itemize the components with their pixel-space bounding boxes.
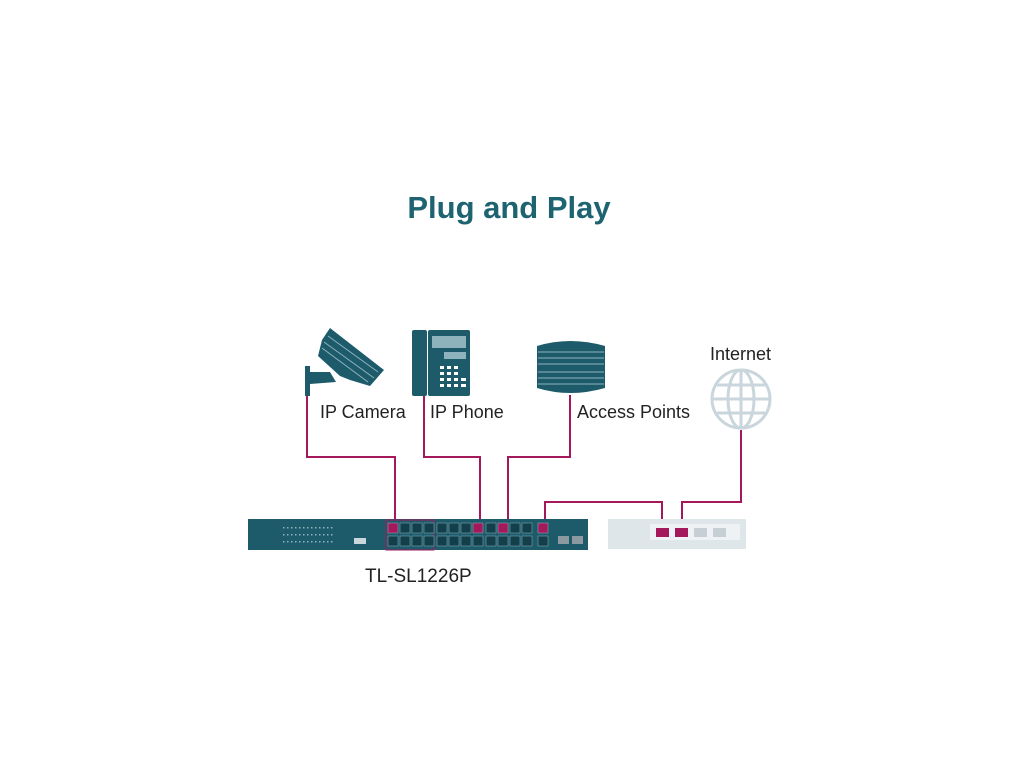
ethernet-port xyxy=(387,535,399,547)
switch-tl-sl1226p xyxy=(248,519,588,551)
led-dot xyxy=(319,527,321,529)
ethernet-port xyxy=(423,522,435,534)
led-dot xyxy=(283,527,285,529)
internet-label: Internet xyxy=(710,344,772,364)
led-dot xyxy=(327,541,329,543)
camera-link xyxy=(306,395,396,525)
led-dot xyxy=(307,541,309,543)
led-dot xyxy=(315,541,317,543)
led-dot xyxy=(331,527,333,529)
led-dot xyxy=(327,527,329,529)
switch-model-label: TL-SL1226P xyxy=(365,566,472,587)
led-dot xyxy=(327,534,329,536)
ethernet-port xyxy=(472,535,484,547)
led-dot xyxy=(315,527,317,529)
ethernet-port xyxy=(537,522,549,534)
led-dot xyxy=(311,541,313,543)
ap-link xyxy=(507,395,571,525)
ethernet-port xyxy=(472,522,484,534)
ethernet-port xyxy=(509,535,521,547)
internet-link xyxy=(681,430,742,525)
phone-link xyxy=(423,395,481,525)
uplink xyxy=(544,501,663,525)
router-device xyxy=(608,519,746,549)
led-dot xyxy=(295,534,297,536)
led-dot xyxy=(287,541,289,543)
led-dot xyxy=(307,527,309,529)
ethernet-port xyxy=(509,522,521,534)
led-dot xyxy=(299,527,301,529)
led-dot xyxy=(319,541,321,543)
led-dot xyxy=(291,527,293,529)
led-dot xyxy=(303,534,305,536)
led-dot xyxy=(319,534,321,536)
ethernet-port xyxy=(423,535,435,547)
led-dot xyxy=(291,541,293,543)
led-dot xyxy=(331,541,333,543)
ethernet-port xyxy=(485,535,497,547)
led-dot xyxy=(307,534,309,536)
ethernet-port xyxy=(411,522,423,534)
led-dot xyxy=(323,527,325,529)
ethernet-port xyxy=(497,522,509,534)
ethernet-port xyxy=(537,535,549,547)
led-dot xyxy=(311,527,313,529)
led-dot xyxy=(283,534,285,536)
ethernet-port xyxy=(448,522,460,534)
ethernet-port xyxy=(485,522,497,534)
page-title: Plug and Play xyxy=(407,190,611,225)
ethernet-port xyxy=(460,535,472,547)
led-dot xyxy=(303,527,305,529)
led-dot xyxy=(315,534,317,536)
led-dot xyxy=(323,534,325,536)
led-dot xyxy=(295,527,297,529)
led-dot xyxy=(299,541,301,543)
led-dot xyxy=(291,534,293,536)
led-dot xyxy=(331,534,333,536)
phone-icon xyxy=(412,330,470,396)
ethernet-port xyxy=(436,522,448,534)
ethernet-port xyxy=(399,535,411,547)
globe-icon xyxy=(710,368,772,430)
led-dot xyxy=(323,541,325,543)
led-dot xyxy=(287,534,289,536)
ethernet-port xyxy=(521,522,533,534)
ip-phone-label: IP Phone xyxy=(430,402,504,422)
ip-camera-label: IP Camera xyxy=(320,402,406,422)
access-points-label: Access Points xyxy=(577,402,691,422)
ethernet-port xyxy=(387,522,399,534)
led-dot xyxy=(303,541,305,543)
led-dot xyxy=(299,534,301,536)
ethernet-port xyxy=(497,535,509,547)
ethernet-port xyxy=(436,535,448,547)
ethernet-port xyxy=(411,535,423,547)
ethernet-port xyxy=(460,522,472,534)
camera-icon xyxy=(305,328,384,396)
ethernet-port xyxy=(399,522,411,534)
led-dot xyxy=(283,541,285,543)
led-dot xyxy=(311,534,313,536)
led-dot xyxy=(295,541,297,543)
ethernet-port xyxy=(521,535,533,547)
led-dot xyxy=(287,527,289,529)
access-point-icon xyxy=(537,341,605,393)
ethernet-port xyxy=(448,535,460,547)
